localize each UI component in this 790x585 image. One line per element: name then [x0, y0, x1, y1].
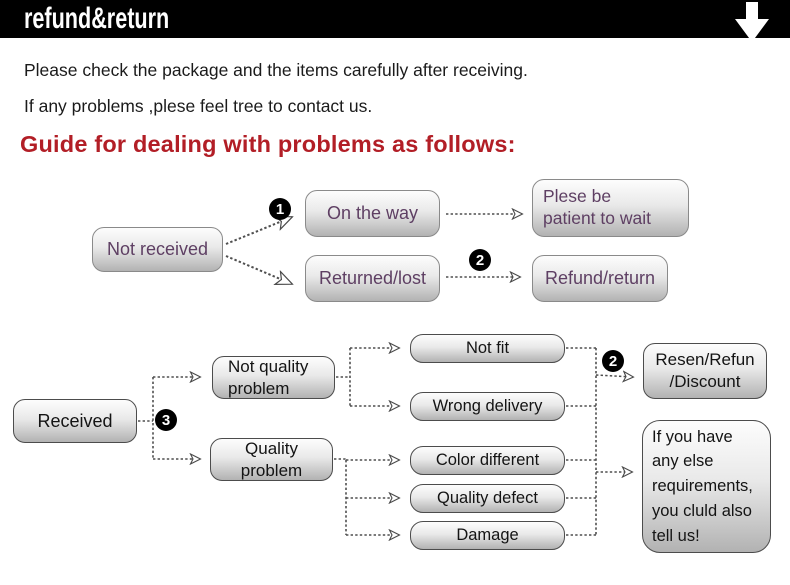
node-received: Received: [13, 399, 137, 443]
node-color-different: Color different: [410, 446, 565, 475]
node-not-received: Not received: [92, 227, 223, 272]
node-not-quality-problem: Not quality problem: [212, 356, 335, 399]
badge-step-1: 1: [269, 198, 291, 220]
banner-title: refund&return: [24, 2, 170, 35]
node-patient-wait: Plese be patient to wait: [532, 179, 689, 237]
node-wrong-delivery: Wrong delivery: [410, 392, 565, 421]
down-arrow-icon: [735, 2, 769, 42]
node-note: If you have any else requirements, you c…: [642, 420, 771, 553]
intro-line-1: Please check the package and the items c…: [24, 60, 528, 80]
intro-line-2: If any problems ,plese feel tree to cont…: [24, 96, 373, 116]
node-not-fit: Not fit: [410, 334, 565, 363]
guide-heading: Guide for dealing with problems as follo…: [20, 131, 516, 157]
node-refund-return: Refund/return: [532, 255, 668, 302]
node-returned-lost: Returned/lost: [305, 255, 440, 302]
badge-step-2b: 2: [602, 350, 624, 372]
badge-step-2: 2: [469, 249, 491, 271]
node-quality-defect: Quality defect: [410, 484, 565, 513]
banner: refund&return: [0, 0, 790, 42]
badge-step-3: 3: [155, 409, 177, 431]
node-on-the-way: On the way: [305, 190, 440, 237]
node-quality-problem: Quality problem: [210, 438, 333, 481]
node-damage: Damage: [410, 521, 565, 550]
node-resen-refun-discount: Resen/Refun /Discount: [643, 343, 767, 399]
